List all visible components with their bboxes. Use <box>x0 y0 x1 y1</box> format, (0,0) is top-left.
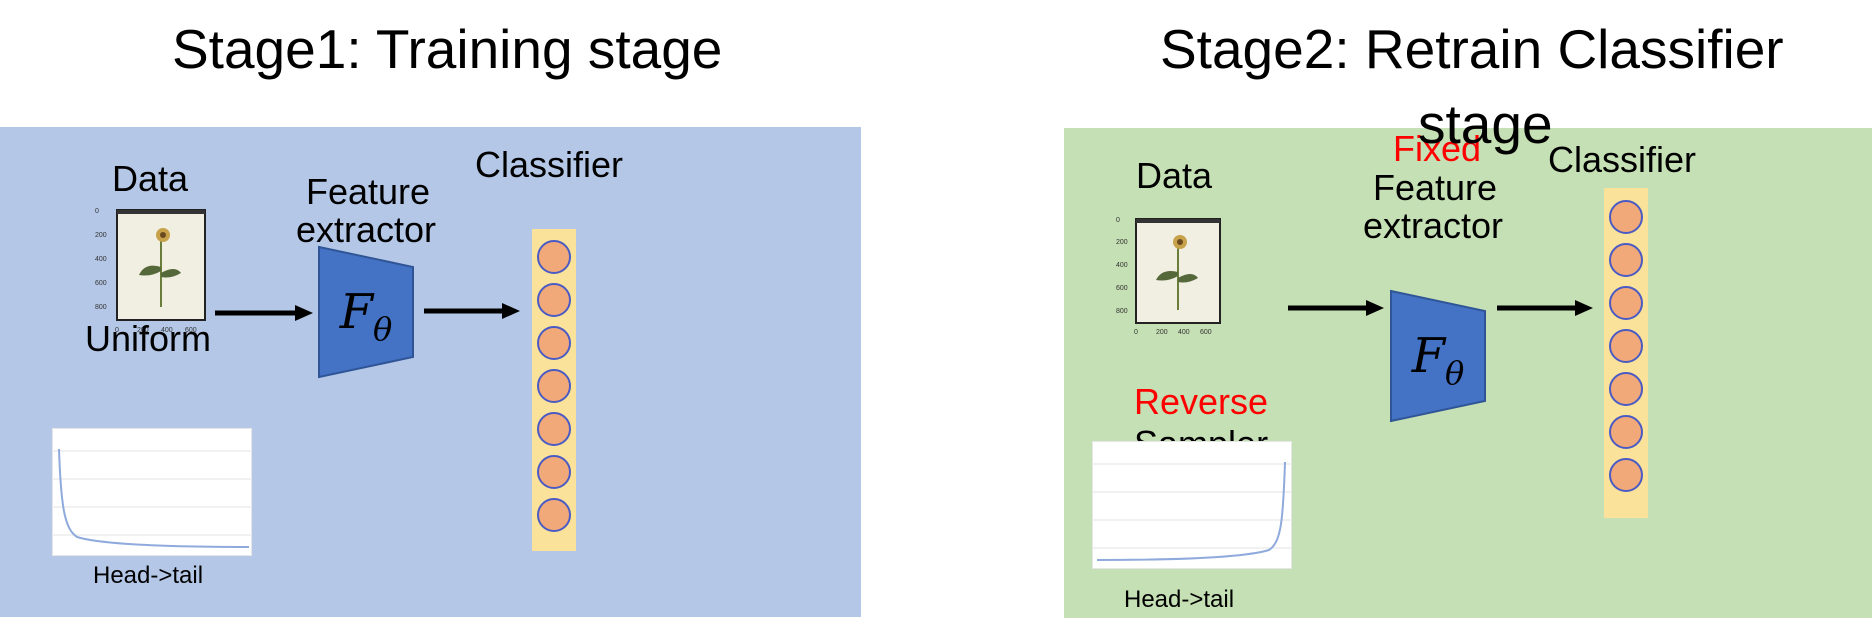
stage1-feature-label-1: Feature <box>306 171 431 212</box>
stage1-data-label: Data <box>112 158 189 199</box>
classifier-node <box>537 369 571 403</box>
svg-text:400: 400 <box>1116 262 1128 269</box>
stage2-arrow-out <box>1497 300 1593 316</box>
stage2-feature-extractor: Fθ <box>1390 289 1486 423</box>
stage1-data-thumbnail: 0 200 400 600 800 0 200 400 600 <box>95 207 210 347</box>
stage2-fixed-label: Fixed <box>1393 128 1482 169</box>
stage1-sampler-label: Uniform <box>85 318 212 359</box>
stage1-panel: Data 0 200 400 600 800 0 200 400 600 Uni… <box>0 127 861 617</box>
classifier-node <box>1609 458 1643 492</box>
stage2-data-thumbnail: 0 200 400 600 800 0 200 400 600 <box>1116 216 1224 348</box>
stage2-plot-caption: Head->tail <box>1124 586 1235 613</box>
stage2-reverse-label: Reverse <box>1134 381 1269 422</box>
classifier-node <box>1609 200 1643 234</box>
svg-text:0: 0 <box>1116 217 1120 224</box>
svg-text:0: 0 <box>1134 329 1138 336</box>
svg-text:200: 200 <box>1156 329 1168 336</box>
f-theta-symbol: Fθ <box>1411 328 1465 392</box>
svg-text:400: 400 <box>161 327 173 334</box>
classifier-node <box>1609 243 1643 277</box>
classifier-node <box>537 455 571 489</box>
svg-text:600: 600 <box>185 327 197 334</box>
stage2-title-line2: stage <box>1418 93 1553 155</box>
classifier-node <box>537 283 571 317</box>
long-tail-curve <box>53 448 251 548</box>
classifier-node <box>1609 372 1643 406</box>
classifier-node <box>1609 415 1643 449</box>
svg-text:800: 800 <box>95 304 107 311</box>
stage1-classifier-column <box>532 229 576 551</box>
stage2-feature-label-1: Feature <box>1373 167 1498 208</box>
stage2-classifier-column <box>1604 188 1648 518</box>
classifier-node <box>537 240 571 274</box>
classifier-node <box>537 326 571 360</box>
svg-text:200: 200 <box>137 327 149 334</box>
svg-text:0: 0 <box>95 208 99 215</box>
svg-text:800: 800 <box>1116 308 1128 315</box>
stage1-arrow-in <box>215 305 313 321</box>
classifier-node <box>537 412 571 446</box>
stage2-arrow-in <box>1288 300 1384 316</box>
f-theta-symbol: Fθ <box>339 284 393 348</box>
stage2-classifier-label: Classifier <box>1548 139 1697 180</box>
stage1-distribution-plot <box>52 428 252 556</box>
stage1-classifier-label: Classifier <box>475 144 624 185</box>
stage1-title: Stage1: Training stage <box>172 18 723 80</box>
reverse-tail-curve <box>1093 461 1291 561</box>
stage2-panel: Data 0 200 400 600 800 0 200 400 600 Rev… <box>1064 128 1872 618</box>
svg-text:600: 600 <box>95 280 107 287</box>
svg-text:200: 200 <box>95 232 107 239</box>
svg-text:600: 600 <box>1116 285 1128 292</box>
stage1-arrow-out <box>424 303 520 319</box>
stage1-feature-label-2: extractor <box>296 209 437 250</box>
flower-image: 0 200 400 600 800 0 200 400 600 <box>1116 217 1221 336</box>
flower-image: 0 200 400 600 800 0 200 400 600 <box>95 208 206 334</box>
svg-text:200: 200 <box>1116 239 1128 246</box>
stage2-feature-label-2: extractor <box>1363 205 1504 246</box>
stage2-distribution-plot <box>1092 441 1292 569</box>
svg-text:400: 400 <box>95 256 107 263</box>
stage1-plot-caption: Head->tail <box>93 562 204 589</box>
svg-text:400: 400 <box>1178 329 1190 336</box>
stage2-title-line1: Stage2: Retrain Classifier <box>1160 18 1784 80</box>
svg-text:0: 0 <box>115 327 119 334</box>
stage2-data-label: Data <box>1136 155 1213 196</box>
classifier-node <box>1609 329 1643 363</box>
classifier-node <box>1609 286 1643 320</box>
classifier-node <box>537 498 571 532</box>
svg-text:600: 600 <box>1200 329 1212 336</box>
stage1-feature-extractor: Fθ <box>318 245 414 379</box>
